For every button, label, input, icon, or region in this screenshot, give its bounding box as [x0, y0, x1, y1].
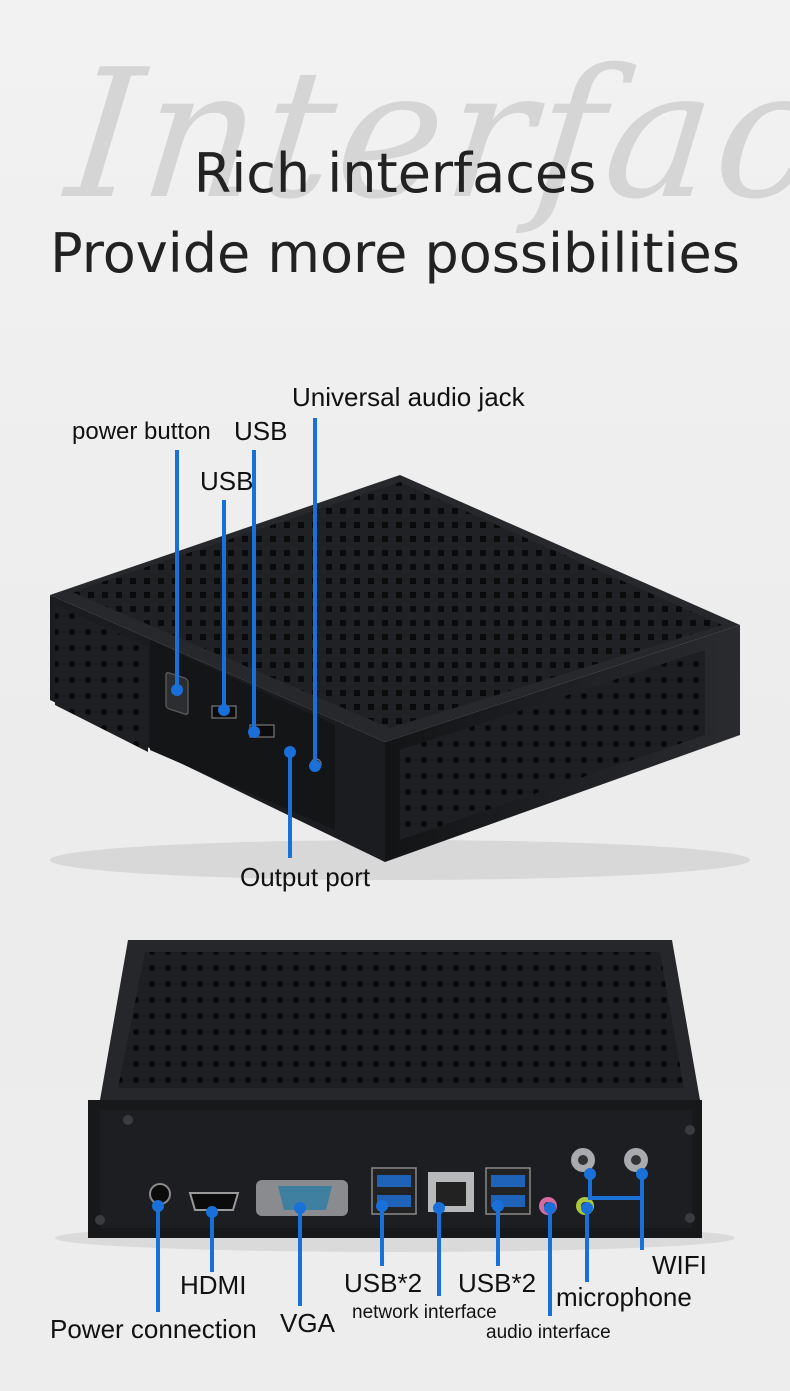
front-mini-pc: [50, 475, 750, 880]
callout-line-usb-left: [380, 1204, 384, 1266]
callout-line-microphone: [585, 1208, 589, 1282]
callout-dot-power-connection: [152, 1200, 164, 1212]
callout-line-usb-left: [222, 500, 226, 710]
label-universal-audio-jack: Universal audio jack: [292, 382, 525, 412]
label-microphone: microphone: [556, 1282, 692, 1312]
label-usb-top: USB: [234, 416, 288, 446]
callout-dot-usb-2-left: [376, 1200, 388, 1212]
callout-line-wifi-right: [640, 1172, 644, 1250]
label-network-interface: network interface: [352, 1302, 497, 1323]
headline-line-1: Rich interfaces: [193, 142, 597, 205]
callout-line-hdmi: [210, 1210, 214, 1272]
callout-line-audio-interface: [548, 1208, 552, 1316]
callout-dot-usb-left: [218, 704, 230, 716]
callout-dot-wifi-right: [636, 1168, 648, 1180]
callout-dot-power-button: [171, 684, 183, 696]
callout-dot-hdmi: [206, 1206, 218, 1218]
callout-dot-network: [433, 1202, 445, 1214]
callout-dot-audio-interface: [544, 1202, 556, 1214]
callout-dot-wifi-left: [584, 1168, 596, 1180]
callout-dot-audio-jack: [309, 760, 321, 772]
label-usb-left: USB: [200, 466, 254, 496]
callout-dot-output-port: [284, 746, 296, 758]
label-usb-2-left: USB*2: [344, 1268, 423, 1298]
callout-dot-usb-top: [248, 726, 260, 738]
label-output-port: Output port: [240, 862, 371, 892]
callout-line-network: [437, 1206, 441, 1296]
callout-line-wifi-join: [588, 1196, 644, 1200]
label-audio-interface: audio interface: [486, 1322, 611, 1343]
callout-line-wifi-left: [588, 1172, 592, 1198]
callout-dot-microphone: [581, 1202, 593, 1214]
label-vga: VGA: [280, 1308, 335, 1338]
label-wifi: WIFI: [652, 1250, 707, 1280]
callout-line-usb-right: [496, 1204, 500, 1266]
label-hdmi: HDMI: [180, 1270, 247, 1300]
callout-dot-vga: [294, 1202, 306, 1214]
callout-line-power-connection: [156, 1204, 160, 1312]
callout-line-output-port: [288, 754, 292, 858]
callout-line-vga: [298, 1206, 302, 1306]
label-usb-2-right: USB*2: [458, 1268, 537, 1298]
callout-dot-usb-2-right: [492, 1200, 504, 1212]
callout-line-audio-jack: [313, 418, 317, 770]
callout-line-usb-top: [252, 450, 256, 732]
label-power-button: power button: [72, 418, 211, 445]
headline-line-2: Provide more possibilities: [50, 222, 740, 285]
callout-line-power-button: [175, 450, 179, 690]
label-power-connection: Power connection: [50, 1314, 257, 1344]
